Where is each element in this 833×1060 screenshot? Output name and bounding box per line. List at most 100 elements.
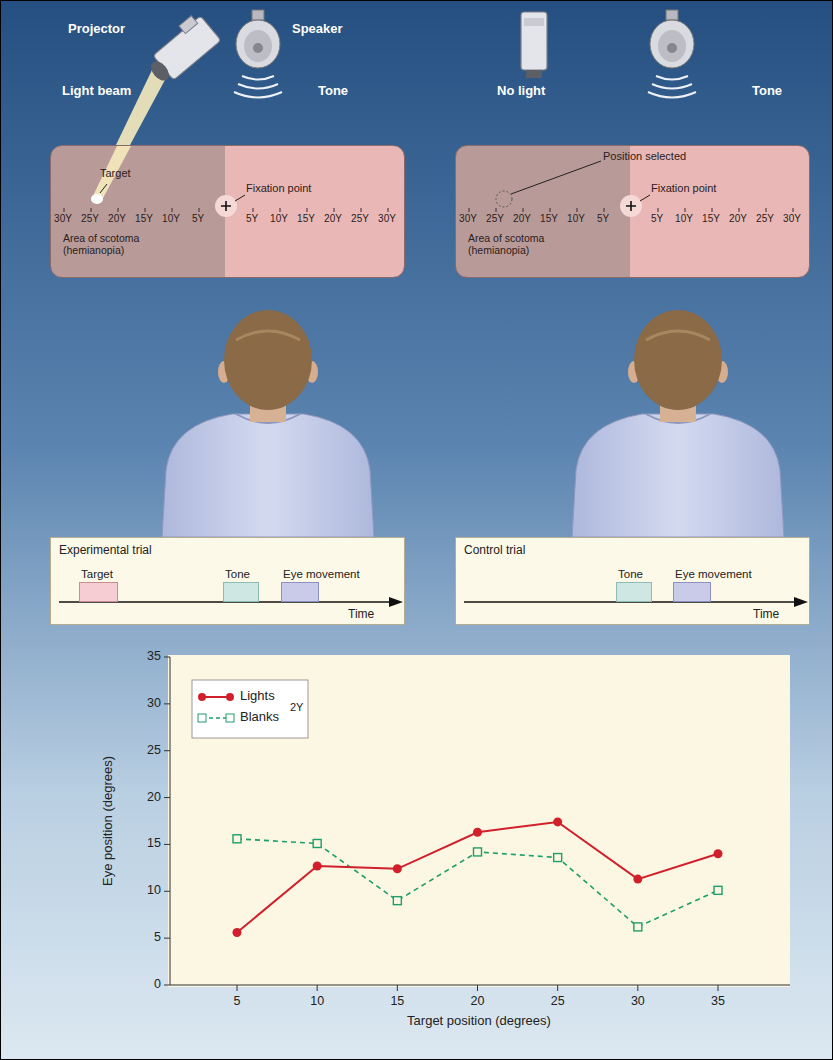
degree-label: 10Υ <box>675 213 693 225</box>
speaker <box>234 10 282 98</box>
axis-tick <box>557 985 558 991</box>
legend-text: Blanks <box>240 710 279 725</box>
degree-tick <box>280 208 281 212</box>
callout-label: Fixation point <box>651 182 716 195</box>
axis-tick <box>164 750 170 751</box>
projection-screen: Area of scotoma (hemianopia) <box>455 145 810 278</box>
tick-label: 5 <box>234 994 241 1008</box>
tick-label: 15 <box>390 994 404 1008</box>
degree-label: 10Υ <box>567 213 585 225</box>
target-spot <box>91 194 103 204</box>
lights-series <box>237 822 718 933</box>
lights-marker <box>313 861 322 870</box>
degree-label: 5Υ <box>597 213 609 225</box>
axis-tick <box>237 985 238 991</box>
degree-label: 25Υ <box>486 213 504 225</box>
leader-line <box>100 184 107 193</box>
tick-label: 30 <box>631 994 645 1008</box>
blanks-marker <box>233 835 241 843</box>
axis-tick <box>164 938 170 939</box>
event-box: Eye movement <box>281 582 319 602</box>
legend-text: Lights <box>240 689 275 704</box>
degree-tick <box>253 208 254 212</box>
leader-line <box>640 195 650 201</box>
projector <box>521 12 547 78</box>
axis-tick <box>164 985 170 986</box>
degree-tick <box>388 208 389 212</box>
axis-tick <box>718 985 719 991</box>
tick-label: 20 <box>471 994 485 1008</box>
x-axis <box>170 985 790 986</box>
degree-label: 10Υ <box>162 213 180 225</box>
axis-tick <box>317 985 318 991</box>
degree-tick <box>577 208 578 212</box>
region-label: Area of scotoma (hemianopia) <box>63 232 173 256</box>
part-label: Tone <box>752 84 782 99</box>
degree-tick <box>118 208 119 212</box>
degree-tick <box>145 208 146 212</box>
degree-tick <box>712 208 713 212</box>
speaker <box>648 10 696 98</box>
legend-note: 2Υ <box>290 701 303 714</box>
degree-label: 20Υ <box>729 213 747 225</box>
degree-tick <box>523 208 524 212</box>
degree-label: 30Υ <box>54 213 72 225</box>
degree-label: 15Υ <box>297 213 315 225</box>
degree-label: 15Υ <box>135 213 153 225</box>
event-box: Target <box>79 582 118 602</box>
screen-markings <box>51 146 406 279</box>
event-label: Target <box>81 568 113 581</box>
lights-marker <box>633 875 642 884</box>
degree-tick <box>793 208 794 212</box>
legend-box <box>192 680 308 738</box>
lights-marker <box>473 828 482 837</box>
tick-label: 15 <box>147 836 161 850</box>
degree-tick <box>307 208 308 212</box>
degree-tick <box>91 208 92 212</box>
degree-tick <box>361 208 362 212</box>
blanks-marker <box>393 897 401 905</box>
degree-label: 5Υ <box>192 213 204 225</box>
degree-label: 5Υ <box>651 213 663 225</box>
part-label: Speaker <box>292 22 343 37</box>
tick-label: 20 <box>147 790 161 804</box>
degree-tick <box>766 208 767 212</box>
degree-label: 20Υ <box>108 213 126 225</box>
panel-heading: Control trial <box>464 544 525 558</box>
light-beam <box>92 146 167 200</box>
axis-tick <box>164 891 170 892</box>
blanks-marker <box>634 923 642 931</box>
event-box: Tone <box>223 582 259 602</box>
tick-label: 25 <box>147 743 161 757</box>
event-label: Tone <box>618 568 643 581</box>
axis-title: Eye position (degrees) <box>101 756 116 886</box>
screen-markings <box>456 146 811 279</box>
tick-label: 35 <box>711 994 725 1008</box>
blanks-marker <box>474 848 482 856</box>
callout-label: Target <box>100 167 131 180</box>
y-axis <box>170 657 171 985</box>
degree-label: 25Υ <box>81 213 99 225</box>
tick-label: 10 <box>147 883 161 897</box>
leader-line <box>235 195 245 201</box>
part-label: Tone <box>318 84 348 99</box>
subject-person <box>572 310 784 537</box>
fixation-cross <box>221 201 231 211</box>
degree-label: 25Υ <box>351 213 369 225</box>
degree-tick <box>685 208 686 212</box>
axis-tick <box>164 844 170 845</box>
degree-tick <box>496 208 497 212</box>
projector <box>148 16 221 84</box>
time-label: Time <box>753 608 779 622</box>
part-label: No light <box>497 84 545 99</box>
tick-label: 10 <box>310 994 324 1008</box>
leader-line <box>511 161 601 194</box>
degree-label: 5Υ <box>246 213 258 225</box>
lights-marker <box>553 817 562 826</box>
degree-tick <box>550 208 551 212</box>
axis-tick <box>164 703 170 704</box>
degree-tick <box>199 208 200 212</box>
tick-label: 5 <box>154 930 161 944</box>
